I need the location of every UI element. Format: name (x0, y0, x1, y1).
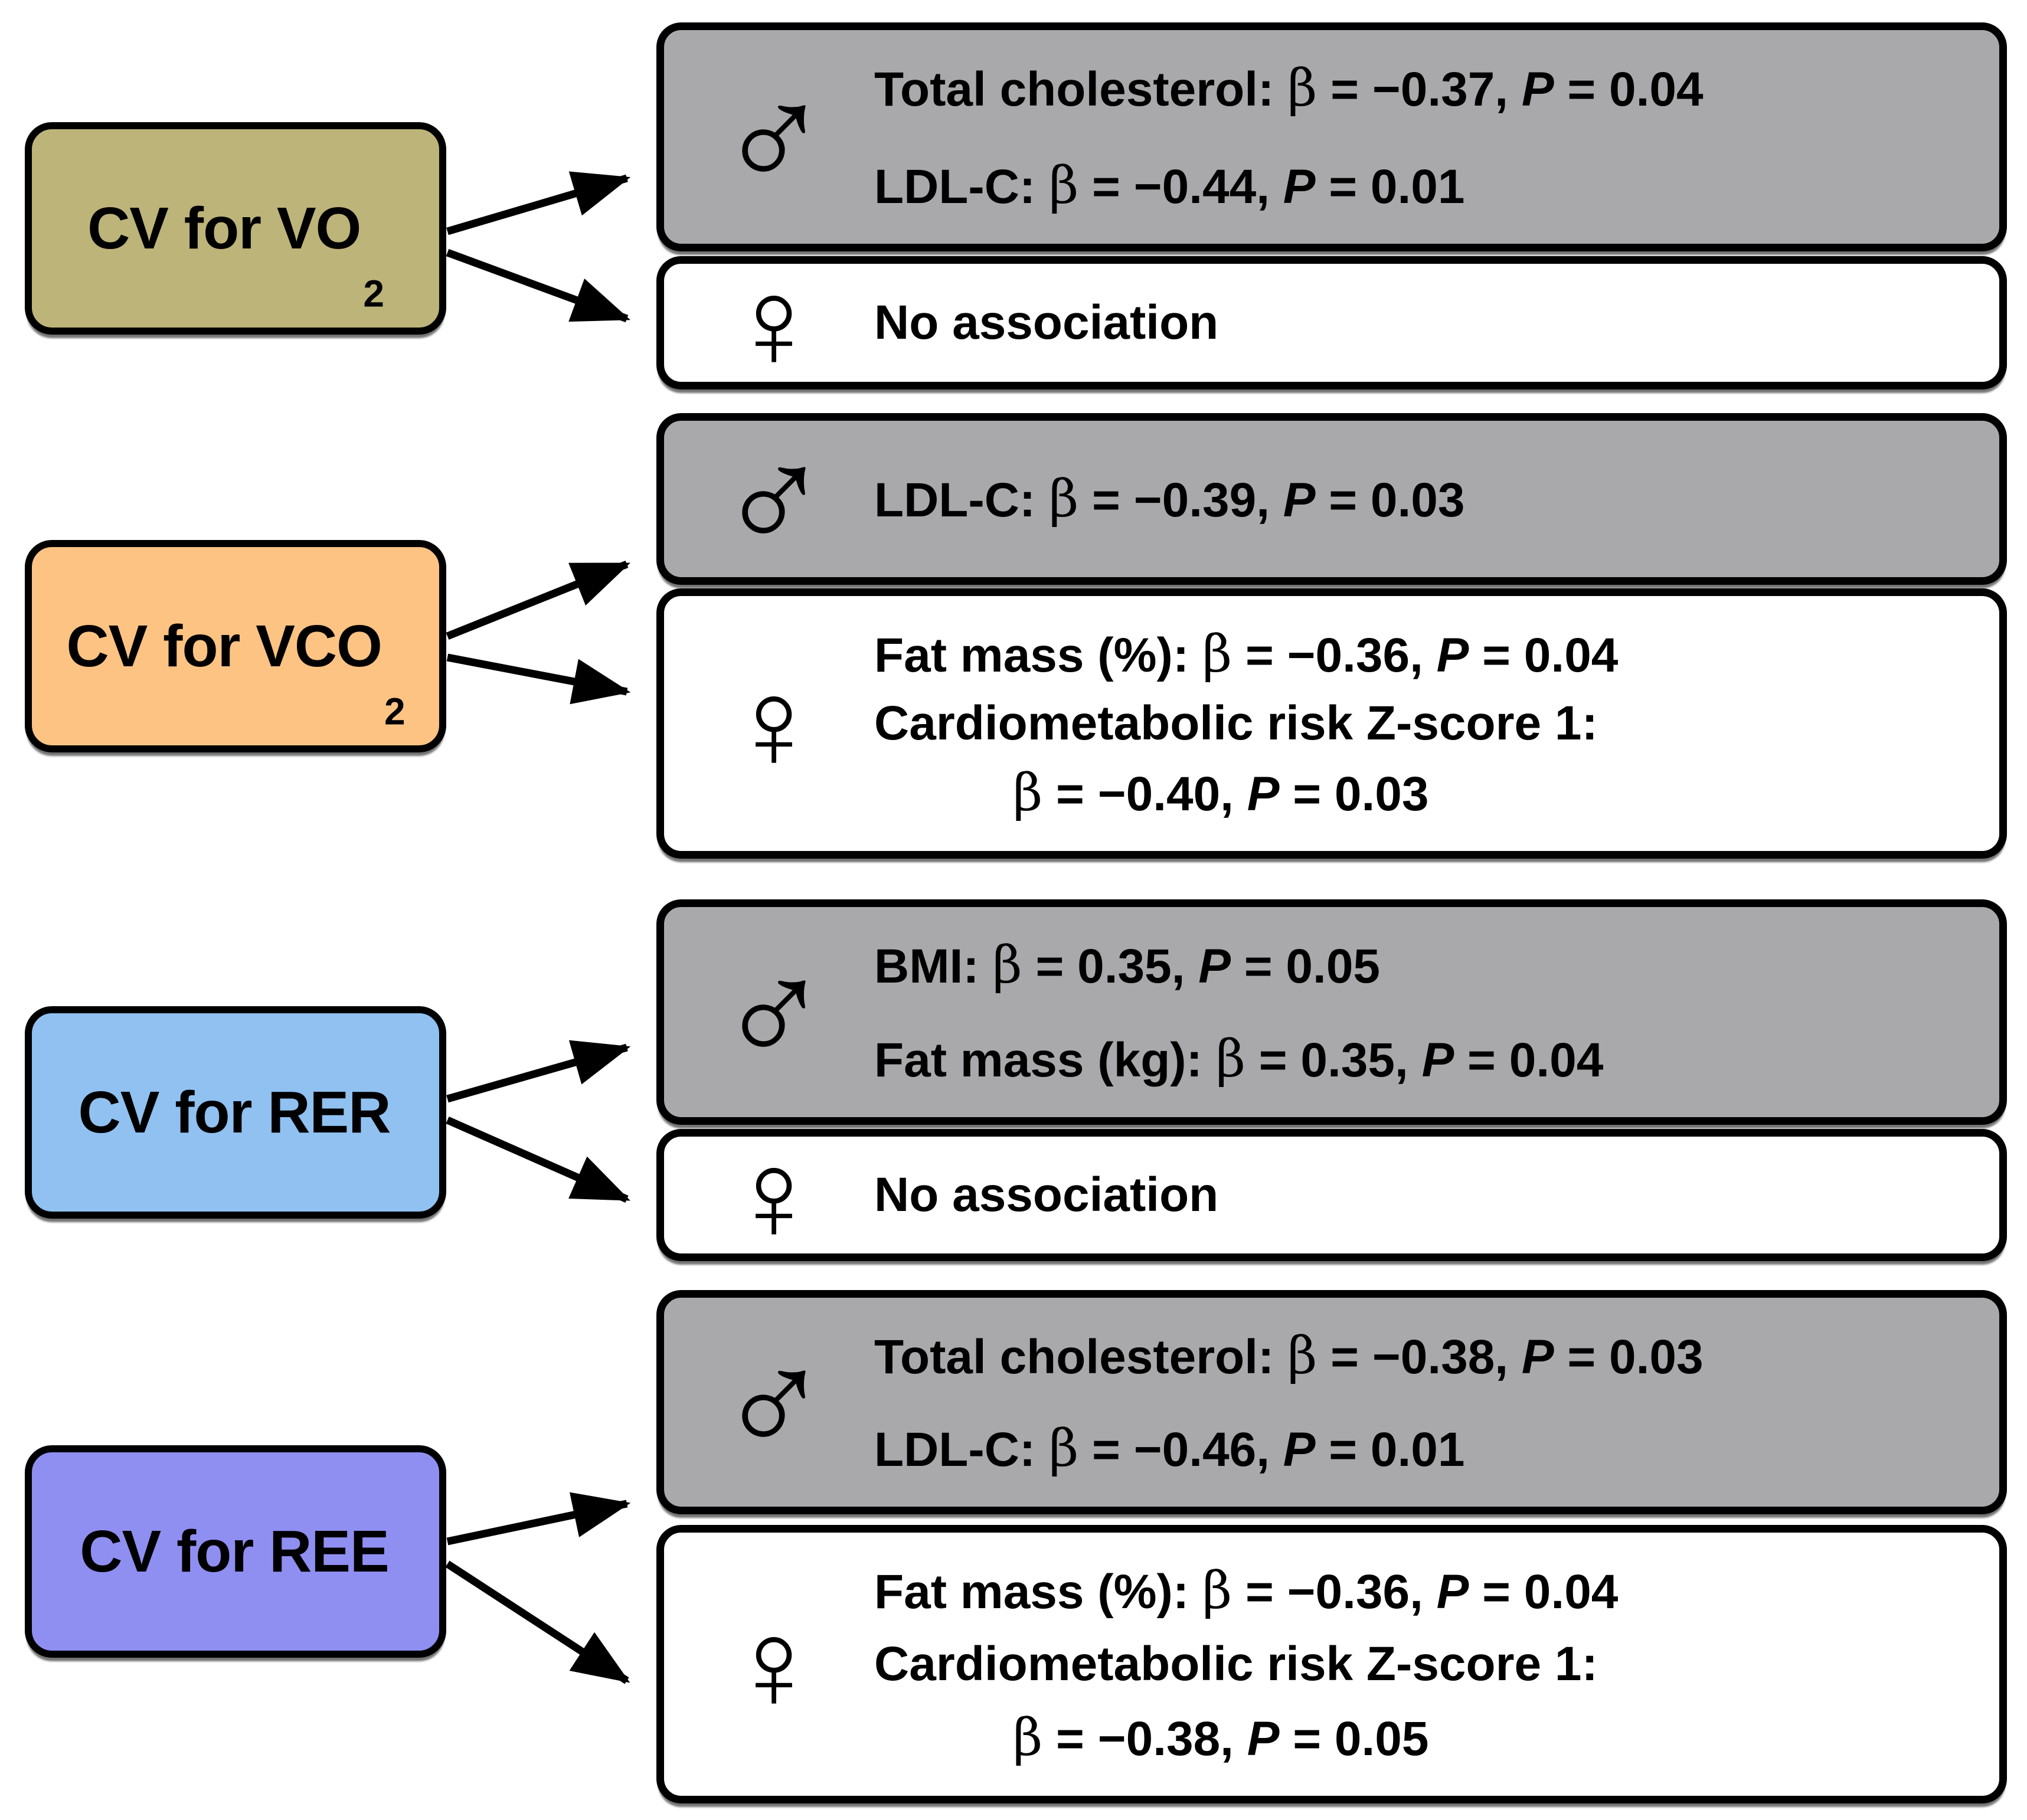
female-icon: ♀ (691, 260, 856, 387)
assoc-line: LDL-C: β = −0.46, P = 0.01 (874, 1418, 1465, 1478)
source-box-label: CV for VO (87, 195, 361, 261)
arrow-g1-to-female (446, 248, 631, 323)
source-box-label: CV for VCO (66, 613, 382, 679)
female-icon: ♀ (691, 1601, 856, 1728)
p-value-symbol: P (1198, 940, 1231, 993)
source-box-label: CV for REE (80, 1518, 389, 1585)
assoc-line: β = −0.40, P = 0.03 (1013, 762, 1429, 823)
beta-symbol: β (1202, 1561, 1232, 1621)
male-symbol-glyph: ♂ (717, 48, 831, 217)
p-value-symbol: P (1421, 1033, 1454, 1087)
female-symbol-glyph: ♀ (726, 652, 822, 795)
assoc-line: Cardiometabolic risk Z-score 1: (874, 1637, 1598, 1691)
female-icon: ♀ (691, 1132, 856, 1259)
male-icon: ♂ (691, 419, 856, 574)
male-icon: ♂ (691, 1323, 856, 1478)
arrow-g4-to-female (445, 1560, 630, 1684)
arrow-g2-to-female (446, 653, 631, 705)
source-box-label-subscript: 2 (363, 272, 384, 315)
male-assoc-box-g2: ♂ LDL-C: β = −0.39, P = 0.03 (656, 413, 2007, 585)
female-symbol-glyph: ♀ (726, 1593, 822, 1736)
assoc-line: Total cholesterol: β = −0.37, P = 0.04 (874, 58, 1704, 118)
beta-symbol: β (1049, 469, 1079, 529)
male-symbol-glyph: ♂ (717, 1313, 831, 1482)
assoc-line: BMI: β = 0.35, P = 0.05 (874, 935, 1381, 995)
p-value-symbol: P (1521, 1330, 1554, 1384)
beta-symbol: β (992, 935, 1022, 995)
male-icon: ♂ (691, 932, 856, 1088)
female-icon: ♀ (691, 660, 856, 787)
source-box-cv-rer: CV for RER (25, 1006, 446, 1219)
source-box-cv-ree: CV for REE (25, 1445, 446, 1658)
male-assoc-box-g1: ♂ Total cholesterol: β = −0.37, P = 0.04… (656, 22, 2007, 251)
beta-symbol: β (1049, 1418, 1079, 1478)
male-icon: ♂ (691, 57, 856, 212)
p-value-symbol: P (1283, 1422, 1316, 1477)
assoc-line: No association (874, 1168, 1219, 1222)
p-value-symbol: P (1436, 629, 1469, 682)
p-value-symbol: P (1247, 1711, 1280, 1766)
arrow-g1-to-male (446, 171, 631, 235)
beta-symbol: β (1215, 1029, 1245, 1089)
arrow-g2-to-male (446, 560, 631, 640)
assoc-line: No association (874, 296, 1219, 350)
female-assoc-box-g3: ♀ No association (656, 1129, 2007, 1261)
assoc-lines: No association (856, 264, 1976, 382)
beta-symbol: β (1049, 155, 1079, 215)
source-box-label: CV for RER (78, 1079, 391, 1145)
beta-symbol: β (1202, 624, 1232, 684)
beta-symbol: β (1013, 762, 1043, 823)
assoc-line: Fat mass (%): β = −0.36, P = 0.04 (874, 1561, 1619, 1621)
p-value-symbol: P (1521, 63, 1554, 116)
arrow-g4-to-male (446, 1492, 631, 1546)
p-value-symbol: P (1247, 767, 1280, 821)
assoc-line: LDL-C: β = −0.44, P = 0.01 (874, 155, 1465, 215)
p-value-symbol: P (1283, 473, 1316, 527)
beta-symbol: β (1287, 58, 1317, 118)
source-box-label-subscript: 2 (384, 690, 406, 733)
female-symbol-glyph: ♀ (726, 1124, 822, 1266)
assoc-line: Fat mass (%): β = −0.36, P = 0.04 (874, 624, 1619, 684)
p-value-symbol: P (1436, 1565, 1469, 1619)
male-symbol-glyph: ♂ (717, 410, 831, 578)
arrow-g4-to-female (446, 1117, 630, 1203)
beta-symbol: β (1287, 1326, 1317, 1386)
p-value-symbol: P (1283, 159, 1316, 214)
assoc-line: Cardiometabolic risk Z-score 1: (874, 696, 1598, 751)
assoc-lines: LDL-C: β = −0.39, P = 0.03 (856, 421, 1976, 577)
assoc-line: Total cholesterol: β = −0.38, P = 0.03 (874, 1326, 1704, 1386)
male-symbol-glyph: ♂ (717, 923, 831, 1092)
assoc-line: β = −0.38, P = 0.05 (1013, 1707, 1429, 1767)
arrow-g3-to-male (446, 1040, 631, 1103)
beta-symbol: β (1013, 1707, 1043, 1767)
male-assoc-box-g4: ♂ Total cholesterol: β = −0.38, P = 0.03… (656, 1290, 2007, 1514)
assoc-line: LDL-C: β = −0.39, P = 0.03 (874, 469, 1465, 529)
assoc-lines: No association (856, 1137, 1976, 1253)
female-symbol-glyph: ♀ (726, 251, 822, 394)
assoc-line: Fat mass (kg): β = 0.35, P = 0.04 (874, 1029, 1604, 1089)
female-assoc-box-g1: ♀ No association (656, 256, 2007, 389)
